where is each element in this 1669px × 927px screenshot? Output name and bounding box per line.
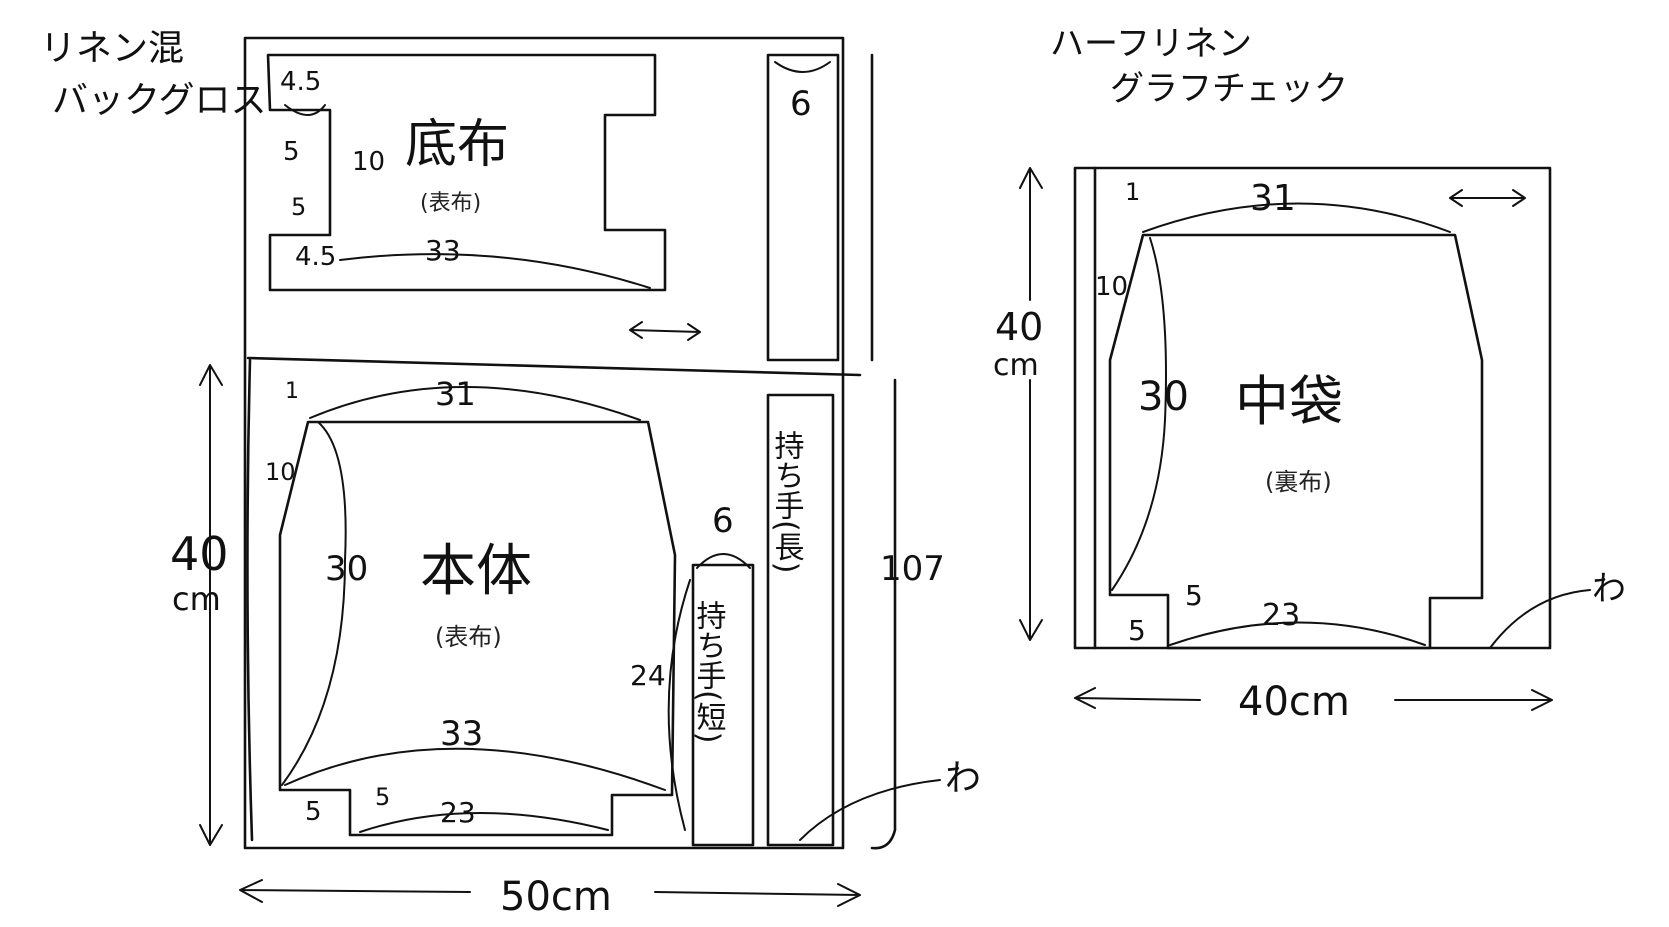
long-strap-upper-outline <box>766 53 840 362</box>
right-height-arrow <box>1019 167 1043 641</box>
left-sheet-selvage <box>246 358 254 842</box>
bottom-dim-length: 33 <box>425 234 461 267</box>
right-fabric-title-line2: グラフチェック <box>1110 69 1348 109</box>
left-fabric-sheet <box>243 36 874 850</box>
bottom-piece-name: 底布 <box>405 115 509 175</box>
left-height-arrow <box>199 364 223 846</box>
lining-dim-bottom: 23 <box>1262 598 1300 633</box>
lining-dim-upper: 10 <box>1095 272 1128 302</box>
right-height-value: 40 <box>995 305 1043 349</box>
lining-piece-fabric: (裏布) <box>1265 468 1332 496</box>
left-sheet-outline <box>243 36 845 850</box>
main-bottom-arc <box>359 812 609 833</box>
bottom-length-arc <box>339 253 651 289</box>
main-dim-corner: 5 <box>305 797 322 827</box>
left-fabric-title-line2: バックグロス <box>52 80 267 121</box>
left-height-dimension: 40 cm <box>170 364 229 846</box>
left-fold-total: 107 <box>880 549 945 589</box>
right-width-dimension: 40cm <box>1074 679 1553 725</box>
short-strap-outline <box>691 563 755 847</box>
lining-dim-side: 30 <box>1138 374 1189 420</box>
right-width-label: 40cm <box>1238 679 1350 725</box>
long-strap-upper: 6 <box>766 53 840 362</box>
main-dim-bottom: 23 <box>440 796 476 829</box>
main-dim-strap-side: 24 <box>630 659 666 692</box>
main-top-arc <box>309 386 641 421</box>
main-dim-top: 31 <box>435 375 476 413</box>
bottom-dim-bottom-notch: 4.5 <box>295 242 336 272</box>
long-strap-lower: 持ち手(長) <box>766 393 835 847</box>
bottom-notch-arc <box>284 104 326 116</box>
main-side-arc <box>281 421 347 786</box>
left-fabric-title-line1: リネン混 <box>40 28 184 69</box>
main-lower-arc <box>284 747 666 791</box>
left-fold-label: わ <box>945 758 981 799</box>
main-strap-side-arc <box>667 579 691 831</box>
short-strap-width: 6 <box>712 501 734 541</box>
main-dim-upper: 10 <box>265 458 296 486</box>
short-strap-width-arc <box>696 553 751 569</box>
long-strap-lower-outline <box>766 393 835 847</box>
bottom-dim-top-notch: 4.5 <box>280 67 321 97</box>
lining-bottom-arc <box>1169 621 1426 646</box>
short-strap: 6 持ち手(短) <box>691 501 755 847</box>
lining-dim-corner: 5 <box>1128 614 1146 647</box>
right-fold-label: わ <box>1592 569 1626 609</box>
right-fold: わ <box>1489 569 1626 649</box>
lining-piece-outline <box>1108 233 1484 650</box>
main-dim-lower: 33 <box>440 714 483 754</box>
right-width-arrow <box>1074 687 1553 711</box>
bottom-piece-fabric: (表布) <box>420 191 481 216</box>
short-strap-label: 持ち手(短) <box>691 600 727 743</box>
main-piece-fabric: (表布) <box>435 623 502 651</box>
bottom-piece-outline <box>266 53 667 292</box>
bottom-dim-notch2: 5 <box>291 193 306 221</box>
bottom-grain-arrow <box>629 321 701 341</box>
left-fold: わ 107 <box>799 378 981 850</box>
main-piece: 1 31 10 30 33 5 5 23 24 本体 (表布) <box>265 375 691 837</box>
left-width-dimension: 50cm <box>239 874 861 920</box>
right-height-dimension: 40 cm <box>993 167 1043 641</box>
long-strap-width: 6 <box>790 84 812 124</box>
main-dim-corner2: 5 <box>375 783 390 811</box>
main-dim-shoulder: 1 <box>285 379 299 404</box>
lining-dim-top: 31 <box>1250 178 1296 219</box>
bottom-piece: 4.5 5 10 5 4.5 33 底布 (表布) <box>266 53 701 341</box>
main-piece-name: 本体 <box>420 539 532 604</box>
lining-side-arc <box>1111 237 1167 591</box>
left-height-unit: cm <box>172 580 221 618</box>
left-sheet-divider <box>246 356 862 377</box>
lining-piece-name: 中袋 <box>1235 370 1343 433</box>
long-strap-label: 持ち手(長) <box>769 430 805 573</box>
right-fold-leader <box>1489 589 1591 649</box>
lining-dim-corner2: 5 <box>1185 579 1203 612</box>
right-fabric-title-line1: ハーフリネン <box>1050 24 1252 64</box>
long-strap-width-arc <box>774 61 831 73</box>
bottom-dim-side: 5 <box>283 137 300 167</box>
left-width-arrow <box>239 879 861 907</box>
right-height-unit: cm <box>993 348 1039 383</box>
lining-piece: 1 31 10 30 5 5 23 中袋 (裏布) <box>1095 178 1484 650</box>
right-grain-arrow <box>1449 189 1526 207</box>
left-width-label: 50cm <box>500 874 612 920</box>
lining-dim-shoulder: 1 <box>1125 178 1140 206</box>
main-piece-outline <box>278 420 677 837</box>
lining-top-arc <box>1142 202 1451 233</box>
bottom-dim-center: 10 <box>352 147 385 177</box>
main-dim-side: 30 <box>325 549 368 589</box>
left-height-value: 40 <box>170 527 229 581</box>
left-fold-line <box>870 378 897 850</box>
left-fold-leader <box>799 779 941 841</box>
